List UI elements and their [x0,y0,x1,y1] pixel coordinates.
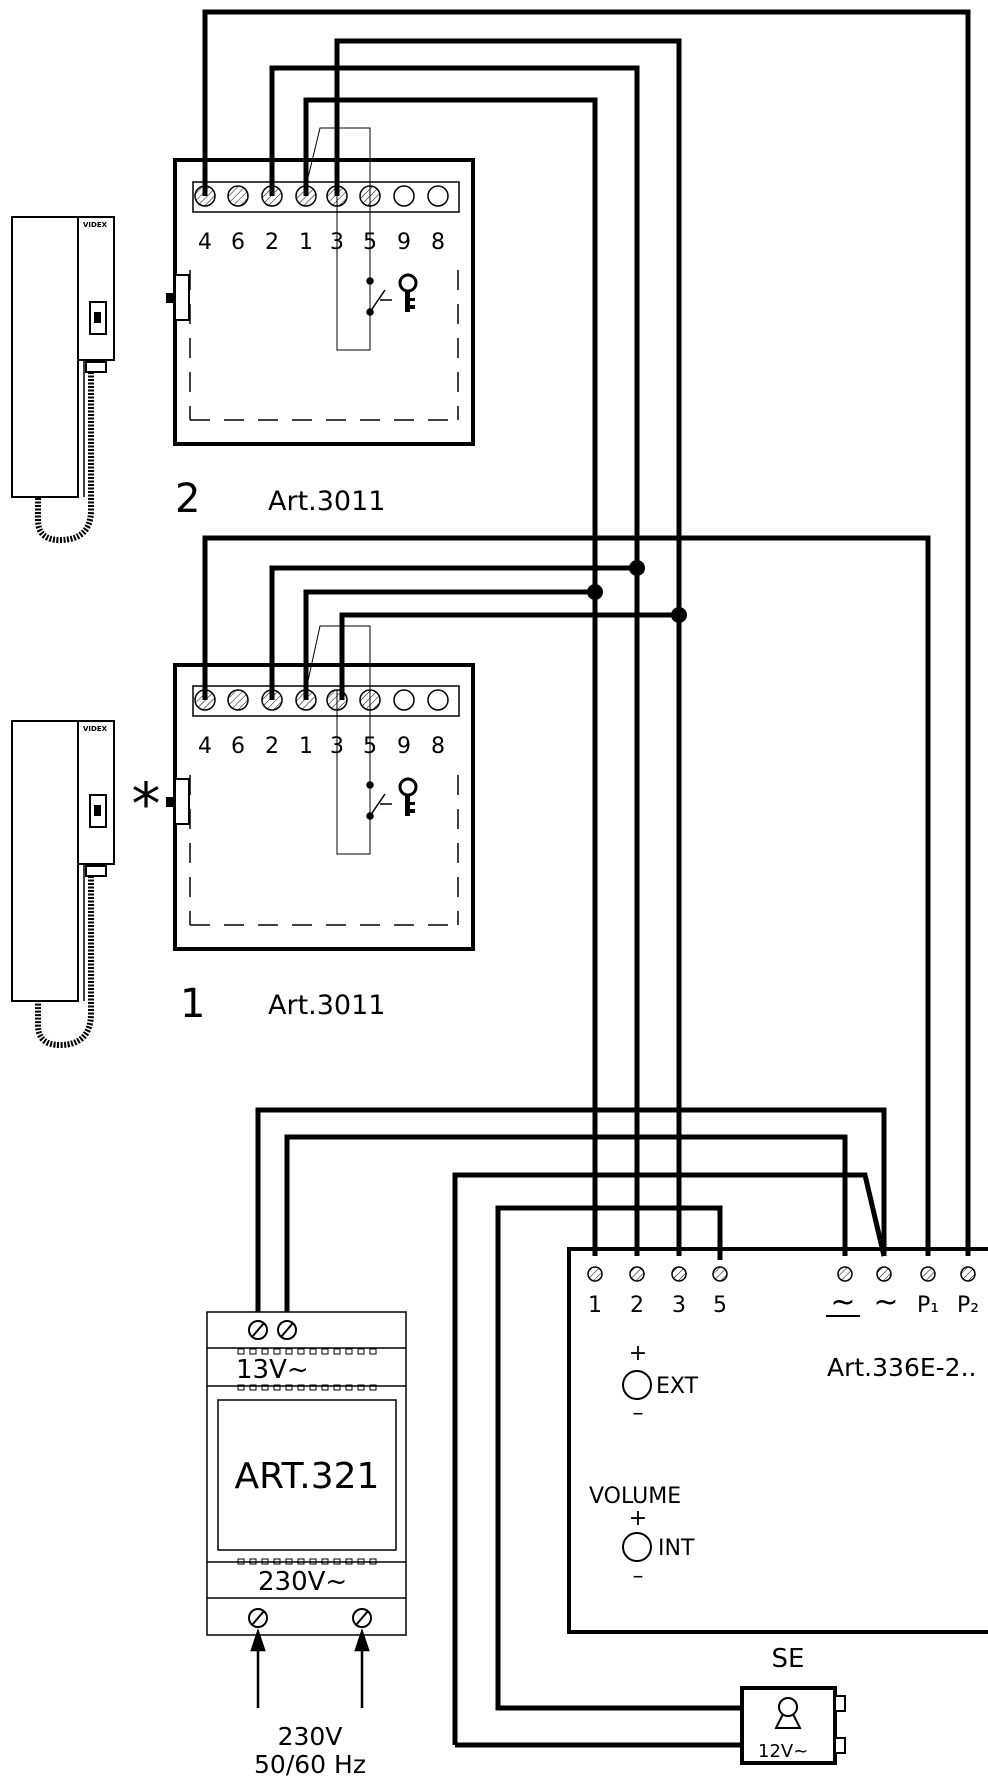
ext-plus: + [629,1341,647,1366]
terminal-label: 2 [265,230,279,255]
handset-model: Art.3011 [268,990,385,1021]
mains-voltage: 230V [278,1722,343,1751]
terminal-labels: 4 6 2 1 3 5 9 8 [198,734,445,759]
mains-arrows [250,1628,370,1708]
terminal-label: 2 [265,734,279,759]
ext-minus: – [633,1401,644,1426]
panel-unit: 1 2 3 5 ~ ~ P₁ P₂ Art.336E-2.. + EXT – V… [567,1247,988,1634]
terminal-screws [194,185,449,207]
int-volume-knob[interactable] [622,1532,652,1562]
panel-terminal-labels: 1 2 3 5 ~ ~ P₁ P₂ [588,1285,979,1320]
terminal-label: 6 [231,734,245,759]
lock-body [740,1686,837,1765]
handset-model: Art.3011 [268,486,385,517]
terminal-label: 8 [431,230,445,255]
wire-h1-t3-to-3 [339,612,679,700]
wire-h1-t4-to-p1 [202,535,931,1256]
key-icon [398,777,418,816]
phone-icon [11,720,115,1049]
ext-volume-knob[interactable] [622,1370,652,1400]
asterisk-mark: * [132,770,161,838]
mains-frequency: 50/60 Hz [254,1750,366,1778]
transformer-input: 230V~ [258,1567,347,1597]
panel-terminal-label: 2 [630,1293,644,1318]
lock-label: SE [772,1644,805,1674]
wires [202,9,971,1748]
transformer: 13V~ ART.321 230V~ [206,1311,407,1636]
terminal-label: 1 [299,734,313,759]
wire-h1-t2-to-2 [269,565,637,700]
panel-terminal-label: 1 [588,1293,602,1318]
junction-dots [587,560,687,623]
intercom-box [173,158,475,446]
terminal-label: 8 [431,734,445,759]
phone-icon [11,216,115,544]
terminal-strip [192,181,460,213]
terminal-label: 1 [299,230,313,255]
handset-1: VIDEX 4 6 2 1 3 5 9 8 [11,625,475,1049]
wire-lock-b [452,1172,887,1745]
panel-terminal-label: 5 [713,1293,727,1318]
hook-switch-bracket [305,625,371,855]
handset-2: VIDEX 4 6 2 1 3 5 9 8 [11,127,475,544]
handset-number: 2 [175,476,200,522]
terminal-screws [194,689,449,711]
dashed-outline [189,270,459,421]
hook-switch-bracket [305,127,371,351]
panel-terminal-screws [587,1266,976,1282]
side-connector [166,274,190,321]
volume-label: VOLUME [589,1484,681,1509]
panel-terminal-label: ~ [830,1285,855,1320]
panel-model: Art.336E-2.. [827,1353,976,1382]
lock-voltage: 12V~ [758,1741,808,1762]
wire-h2-t3-to-3 [334,38,682,1256]
transformer-screws [248,1320,372,1628]
switch-contact [366,781,392,820]
phone-brand: VIDEX [83,725,108,733]
junction-dot [671,607,687,623]
transformer-model: ART.321 [235,1456,380,1497]
terminal-labels: 4 6 2 1 3 5 9 8 [198,230,445,255]
panel-terminal-label: 3 [672,1293,686,1318]
transformer-label-box [217,1399,397,1551]
terminal-label: 4 [198,230,212,255]
wire-h2-t4-to-p2 [202,9,971,1256]
vent-slots [237,1348,377,1565]
keyhole-icon [774,1697,802,1729]
dashed-outline [189,775,459,926]
phone-brand: VIDEX [83,221,108,229]
panel-terminal-label: ~ [873,1285,898,1320]
wire-trafo-b [284,1134,848,1325]
switch-contact [366,277,392,316]
side-connector [166,778,190,825]
terminal-label: 9 [397,230,411,255]
int-plus: + [629,1506,647,1531]
junction-dot [587,584,603,600]
int-label: INT [658,1536,695,1561]
wire-h1-t1-to-1 [303,589,595,700]
ext-label: EXT [656,1374,699,1399]
wire-trafo-a [255,1107,887,1325]
intercom-box [173,663,475,951]
transformer-body [206,1311,407,1636]
key-icon [398,273,418,312]
transformer-output: 13V~ [236,1355,309,1385]
int-minus: – [633,1564,644,1589]
wire-lock-a [495,1205,742,1711]
terminal-strip [192,685,460,717]
handset-number: 1 [180,981,205,1027]
wire-h2-t2-to-2 [269,65,640,1256]
wire-h2-t1-to-1 [303,97,598,1256]
terminal-label: 6 [231,230,245,255]
electric-lock: SE 12V~ [740,1644,846,1765]
panel-terminal-label: P₁ [917,1293,939,1318]
junction-dot [629,560,645,576]
terminal-label: 9 [397,734,411,759]
panel-box [567,1247,988,1634]
panel-terminal-label: P₂ [957,1293,979,1318]
terminal-label: 4 [198,734,212,759]
